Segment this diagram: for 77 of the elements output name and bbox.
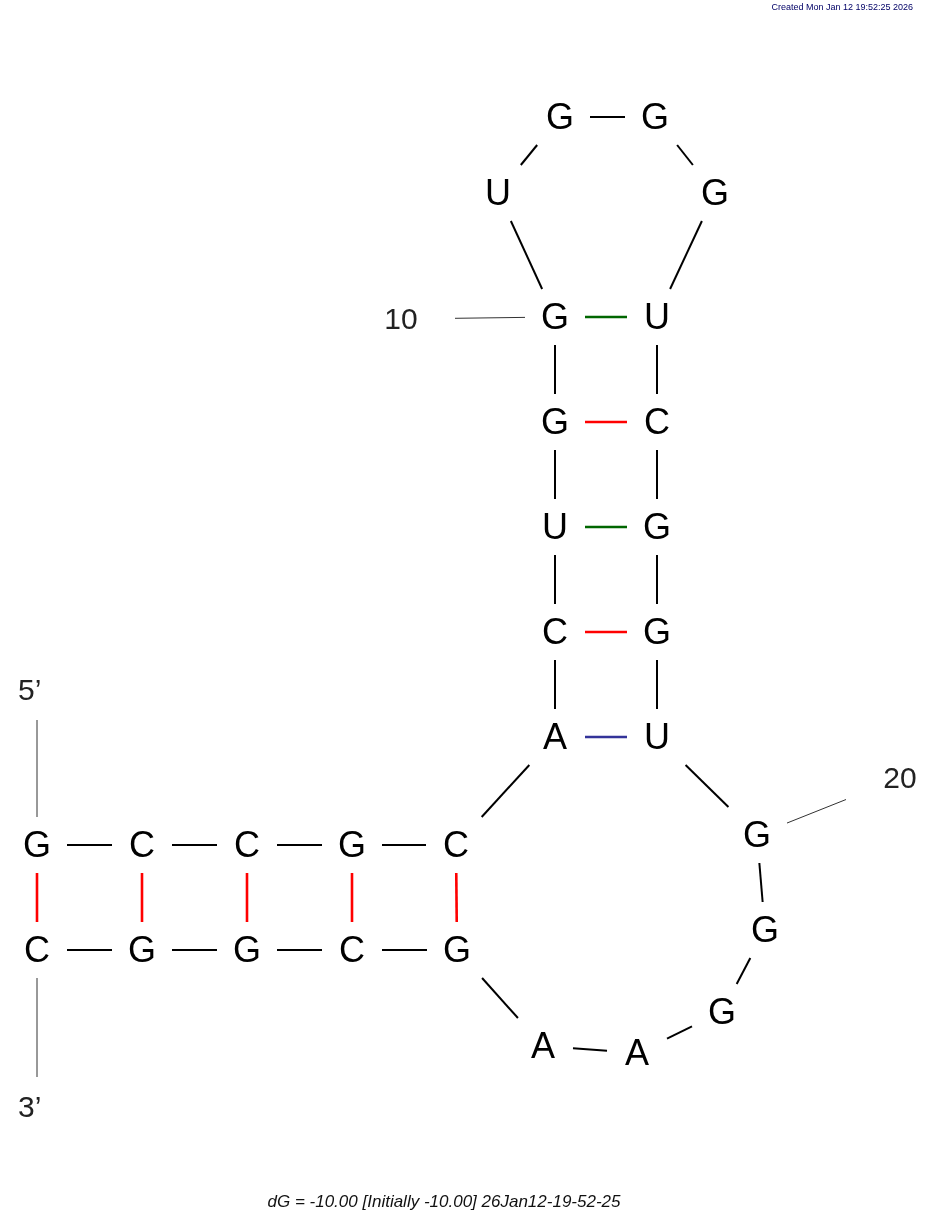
free-energy-caption: dG = -10.00 [Initially -10.00] 26Jan12-19-52-25 [266, 1192, 622, 1213]
timestamp-note: Created Mon Jan 12 19:52:25 2026 [771, 3, 913, 13]
base-pair-line [585, 525, 627, 529]
base-pair-line [35, 873, 39, 922]
backbone-line [666, 1025, 693, 1040]
backbone-line [276, 844, 323, 846]
nucleotide-letter: G [627, 604, 687, 660]
backbone-line [758, 862, 764, 903]
base-pair-line [585, 420, 627, 424]
backbone-line [656, 554, 658, 605]
backbone-line [381, 949, 428, 951]
backbone-line [656, 449, 658, 500]
base-pair-line [140, 873, 144, 922]
nucleotide-letter: G [692, 984, 752, 1040]
position-number: 10 [347, 291, 455, 347]
nucleotide-letter: G [530, 89, 590, 145]
base-pair-line [454, 873, 459, 922]
leader-line [786, 799, 847, 824]
nucleotide-letter: U [627, 289, 687, 345]
backbone-line [66, 949, 113, 951]
backbone-line [554, 554, 556, 605]
backbone-line [554, 344, 556, 395]
backbone-line [554, 449, 556, 500]
backbone-line [656, 659, 658, 710]
nucleotide-letter: G [217, 922, 277, 978]
nucleotide-letter: G [685, 165, 745, 221]
nucleotide-letter: C [627, 394, 687, 450]
backbone-line [481, 977, 519, 1019]
nucleotide-letter: G [322, 817, 382, 873]
base-pair-line [245, 873, 249, 922]
nucleotide-letter: G [427, 922, 487, 978]
backbone-line [554, 659, 556, 710]
backbone-line [276, 949, 323, 951]
nucleotide-letter: C [112, 817, 172, 873]
base-pair-line [585, 315, 627, 319]
nucleotide-letter: A [513, 1018, 573, 1074]
backbone-line [735, 957, 752, 985]
nucleotide-letter: G [525, 289, 585, 345]
strand-end-label: 3’ [14, 1077, 60, 1137]
leader-line [36, 977, 38, 1078]
backbone-line [480, 764, 531, 818]
backbone-line [684, 764, 730, 808]
backbone-line [66, 844, 113, 846]
nucleotide-letter: G [525, 394, 585, 450]
strand-end-label: 5’ [14, 660, 60, 720]
backbone-line [519, 144, 539, 166]
backbone-line [509, 220, 544, 290]
nucleotide-letter: G [7, 817, 67, 873]
leader-line [36, 719, 38, 818]
nucleotide-letter: A [525, 709, 585, 765]
position-number: 20 [846, 750, 936, 806]
leader-line [454, 316, 526, 319]
nucleotide-letter: U [627, 709, 687, 765]
nucleotide-letter: G [112, 922, 172, 978]
base-pair-line [585, 630, 627, 634]
backbone-line [589, 116, 626, 118]
nucleotide-letter: U [468, 165, 528, 221]
backbone-line [676, 144, 694, 166]
nucleotide-letter: G [625, 89, 685, 145]
backbone-line [572, 1047, 608, 1052]
nucleotide-letter: G [727, 807, 787, 863]
nucleotide-letter: C [322, 922, 382, 978]
nucleotide-letter: C [217, 817, 277, 873]
nucleotide-letter: G [627, 499, 687, 555]
nucleotide-letter: C [525, 604, 585, 660]
base-pair-line [350, 873, 354, 922]
backbone-line [669, 220, 703, 290]
nucleotide-letter: A [607, 1025, 667, 1081]
backbone-line [171, 844, 218, 846]
backbone-line [171, 949, 218, 951]
base-pair-line [585, 735, 627, 739]
backbone-line [381, 844, 427, 846]
nucleotide-letter: C [7, 922, 67, 978]
nucleotide-letter: C [426, 817, 486, 873]
nucleotide-letter: G [735, 902, 795, 958]
backbone-line [656, 344, 658, 395]
nucleotide-letter: U [525, 499, 585, 555]
